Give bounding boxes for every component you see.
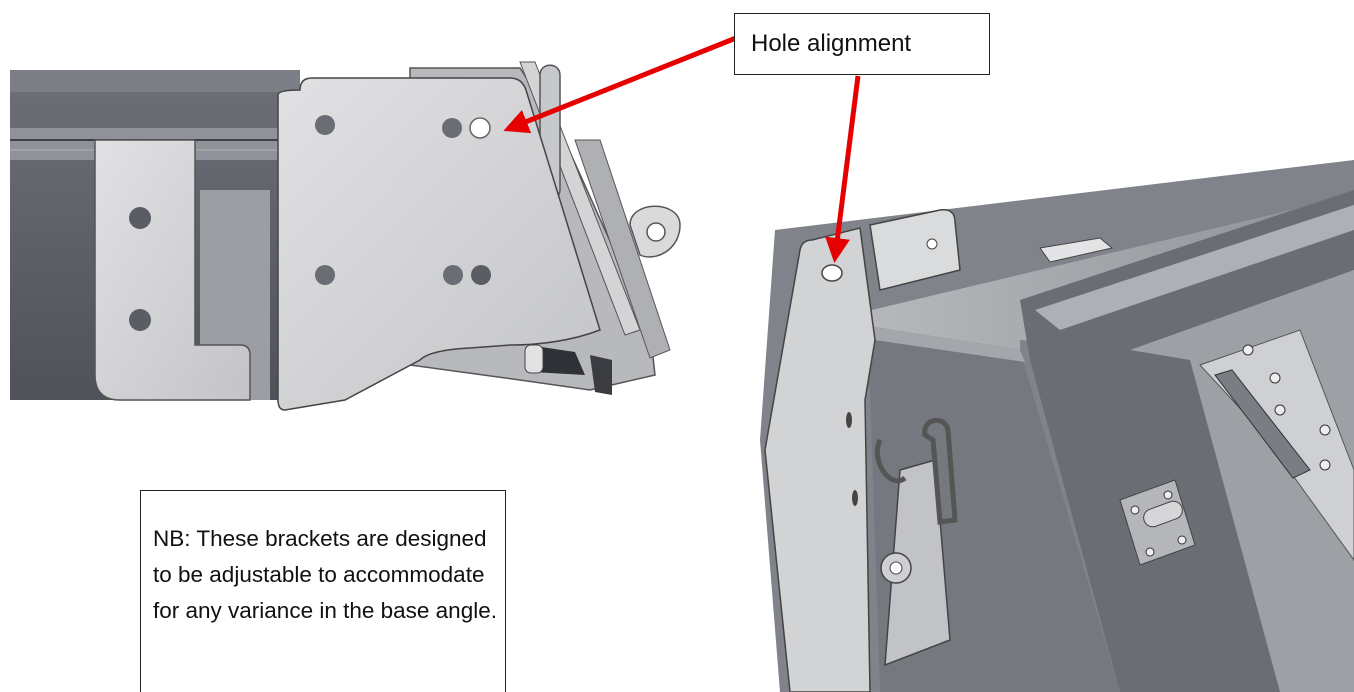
note-callout: NB: These brackets are designed to be ad… [140,490,506,692]
arrow-to-right-bracket [825,75,861,263]
right-box-detail [760,160,1354,692]
hole-alignment-label: Hole alignment [751,30,912,57]
left-bracket-detail [10,61,681,411]
hole-alignment-callout: Hole alignment [734,13,990,75]
arrow-to-left-bracket [503,35,737,134]
note-text: NB: These brackets are designed to be ad… [153,526,497,623]
